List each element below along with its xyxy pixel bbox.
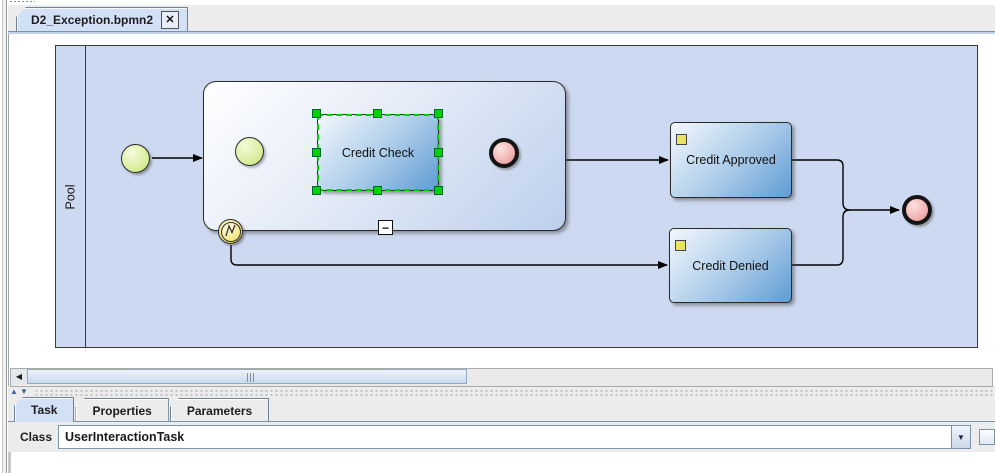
ex-checkbox[interactable] (979, 429, 995, 445)
class-field-label: Class (20, 430, 53, 444)
task-credit-check[interactable]: Credit Check (312, 109, 443, 195)
scrollbar-thumb[interactable] (27, 369, 467, 384)
class-combobox[interactable]: UserInteractionTask ▼ (58, 425, 971, 449)
splitter-texture (34, 389, 995, 396)
class-combobox-value: UserInteractionTask (65, 430, 185, 444)
boundary-error-event[interactable] (218, 219, 243, 244)
thumb-grip-icon (247, 373, 255, 382)
toolbar-grip-icon (9, 0, 35, 4)
subprocess[interactable]: Credit Check − (203, 81, 566, 235)
resize-handle-n[interactable] (373, 109, 382, 118)
chevron-down-icon: ▼ (957, 432, 965, 442)
flow-approved-to-merge (791, 159, 851, 211)
error-zigzag-icon (225, 224, 236, 237)
resize-handle-w[interactable] (312, 148, 321, 157)
class-row: Class UserInteractionTask ▼ Ex (8, 421, 995, 453)
panel-body (8, 452, 995, 473)
task-credit-approved-label: Credit Approved (686, 153, 776, 167)
start-event[interactable] (121, 144, 150, 173)
subprocess-collapse-button[interactable]: − (378, 220, 393, 235)
resize-handle-se[interactable] (434, 186, 443, 195)
tab-parameters[interactable]: Parameters (169, 398, 270, 422)
editor-tab-title: D2_Exception.bpmn2 (31, 13, 154, 27)
splitter-down-icon[interactable]: ▼ (20, 387, 28, 396)
subprocess-start-event[interactable] (235, 137, 264, 166)
subprocess-end-event[interactable] (489, 138, 519, 168)
flow-denied-to-merge (791, 209, 851, 266)
resize-handle-sw[interactable] (312, 186, 321, 195)
tab-task[interactable]: Task (14, 397, 75, 422)
horizontal-scrollbar[interactable]: ◀ (10, 368, 993, 387)
end-event[interactable] (902, 195, 932, 225)
task-credit-check-label: Credit Check (341, 145, 415, 160)
scroll-left-button[interactable]: ◀ (11, 369, 28, 384)
splitter-up-icon[interactable]: ▲ (10, 387, 18, 396)
arrow-left-icon: ◀ (15, 372, 23, 381)
resize-handle-s[interactable] (373, 186, 382, 195)
resize-handle-nw[interactable] (312, 109, 321, 118)
task-marker-icon (675, 240, 686, 251)
combobox-dropdown-button[interactable]: ▼ (951, 426, 970, 448)
editor-tab-d2-exception[interactable]: D2_Exception.bpmn2 ✕ (16, 7, 189, 32)
top-margin (8, 0, 995, 5)
diagram-canvas[interactable]: Pool (10, 34, 995, 367)
properties-tabstrip: Task Properties Parameters (8, 397, 995, 422)
task-marker-icon (676, 134, 687, 145)
task-credit-denied[interactable]: Credit Denied (669, 228, 792, 303)
task-credit-denied-label: Credit Denied (692, 258, 769, 273)
pool-label-lane[interactable]: Pool (56, 46, 86, 347)
close-icon[interactable]: ✕ (161, 11, 180, 29)
sequence-flows (152, 147, 900, 269)
tabpane-content-border (8, 31, 995, 35)
window-left-border (0, 0, 8, 473)
resize-handle-ne[interactable] (434, 109, 443, 118)
editor-tabstrip: D2_Exception.bpmn2 ✕ (8, 5, 995, 32)
canvas-scrollpane: Pool (8, 34, 995, 387)
resize-handle-e[interactable] (434, 148, 443, 157)
tab-properties[interactable]: Properties (75, 398, 169, 422)
task-credit-approved[interactable]: Credit Approved (670, 122, 792, 198)
split-pane-divider[interactable]: ▲ ▼ (8, 387, 995, 397)
flow-boundary-to-denied (230, 245, 668, 269)
